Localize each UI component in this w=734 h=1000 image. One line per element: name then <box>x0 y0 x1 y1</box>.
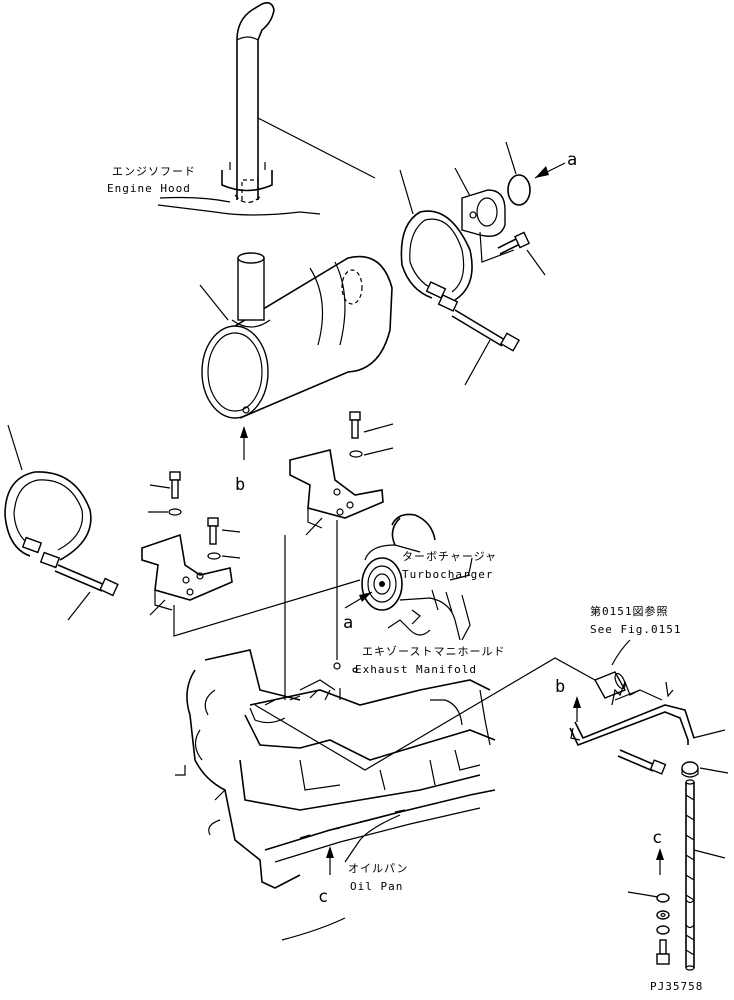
stack-leader-line <box>257 117 376 179</box>
marker-c-label-1: c <box>318 887 328 907</box>
marker-a-label-2: a <box>343 613 353 633</box>
oilpan-edge <box>281 917 346 941</box>
pipe-bolt <box>617 749 667 775</box>
bolt-leader <box>464 339 491 386</box>
drain-plug-washers <box>656 893 670 965</box>
marker-a-label-1: a <box>567 150 577 170</box>
hood-edge <box>159 196 231 203</box>
drain-fitting <box>594 671 626 699</box>
oilpan-label-jp: オイルパン <box>348 862 409 875</box>
middle-bracket <box>289 411 384 529</box>
pipe-clip <box>681 761 699 778</box>
manifold-dot <box>352 667 358 673</box>
marker-a-top <box>534 162 566 179</box>
marker-b-label-2: b <box>555 677 565 697</box>
clamp-leader <box>399 169 414 215</box>
flange-bolt-leader <box>526 249 546 276</box>
hood-outline <box>157 204 321 216</box>
bracket-tie-line <box>173 579 361 637</box>
turbocharger <box>361 513 471 641</box>
ref-label-en: See Fig.0151 <box>590 623 681 636</box>
drain-pipe <box>685 779 695 971</box>
left-clamp-leader <box>7 424 23 471</box>
ref-leader <box>611 639 631 666</box>
engine-hood-label-en: Engine Hood <box>107 182 191 195</box>
exhaust-stack <box>221 2 275 204</box>
engine-hood-label-jp: エンジソフード <box>112 165 196 178</box>
manifold-tube-line <box>254 657 596 771</box>
leader-m1 <box>363 423 394 433</box>
clip-leader <box>699 767 729 774</box>
left-clamp-bolt <box>54 564 119 597</box>
left-bolt-leader <box>67 591 91 621</box>
leader-l3 <box>221 529 241 533</box>
engine-block <box>175 649 496 889</box>
clamp-bolt <box>451 309 521 352</box>
oilpan-leader <box>344 814 401 863</box>
muffler-leader <box>199 284 229 321</box>
leader-l1 <box>149 484 171 489</box>
left-clamp <box>4 471 92 569</box>
gasket-leader <box>505 141 517 175</box>
oilpan-label-en: Oil Pan <box>350 880 403 893</box>
muffler <box>201 252 393 419</box>
marker-c-oilpan <box>326 846 334 875</box>
drain-pipe-bracket <box>569 680 695 747</box>
muffler-clamp <box>400 210 473 312</box>
drawing-code: PJ35758 <box>650 980 703 993</box>
gasket-ring <box>507 174 531 206</box>
leader-m3 <box>305 517 323 536</box>
flange <box>461 189 506 237</box>
manifold-label-jp: エキゾーストマニホールド <box>362 645 505 658</box>
marker-c-label-2: c <box>652 828 662 848</box>
flange-leader <box>454 167 471 197</box>
marker-b-muffler <box>240 426 248 460</box>
pipe-body-leader <box>693 849 726 859</box>
marker-b-label-1: b <box>235 475 245 495</box>
flange-bolt <box>497 231 530 255</box>
turbo-leader-2 <box>467 557 473 577</box>
marker-b-right <box>573 696 581 722</box>
leader-l5 <box>149 599 166 616</box>
leader-m2 <box>363 447 394 456</box>
marker-a-turbo <box>344 591 373 609</box>
washer-leader <box>627 891 659 898</box>
drop-point <box>333 662 341 670</box>
turbo-leader <box>449 574 471 581</box>
turbo-label-jp: ターボチャージャ <box>402 550 497 563</box>
leader-l4 <box>221 555 241 559</box>
pipe-leader <box>692 729 726 739</box>
turbo-label-en: Turbocharger <box>402 568 493 581</box>
ref-label-jp: 第0151図参照 <box>590 604 669 618</box>
left-bracket <box>141 471 233 611</box>
marker-c-right <box>656 848 664 875</box>
flange-bolt-bracket <box>479 231 515 263</box>
manifold-label-en: Exhaust Manifold <box>355 663 477 676</box>
